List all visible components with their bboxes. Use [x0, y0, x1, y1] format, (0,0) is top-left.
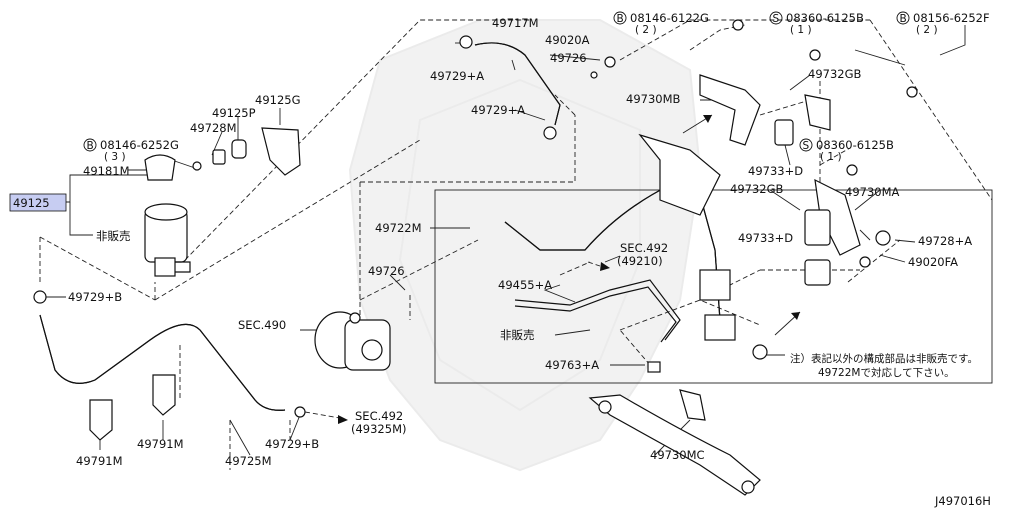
label-not-for-sale-a: 非販売 — [96, 229, 131, 243]
circle-s-icon: S — [773, 13, 780, 25]
label-49722M[interactable]: 49722M — [375, 221, 422, 235]
qty-3: ( 3 ) — [104, 151, 126, 163]
label-49732GB-a[interactable]: 49732GB — [808, 67, 861, 81]
qty-2b: ( 2 ) — [916, 24, 938, 36]
upper-hose — [459, 35, 616, 140]
pressure-hose-assembly — [504, 133, 768, 373]
label-49455A[interactable]: 49455+A — [498, 278, 552, 292]
label-49732GB-b[interactable]: 49732GB — [730, 182, 783, 196]
label-49730MC[interactable]: 49730MC — [650, 448, 705, 462]
label-49730MB[interactable]: 49730MB — [626, 92, 681, 106]
label-49730MA[interactable]: 49730MA — [845, 185, 900, 199]
lower-bracket — [588, 389, 761, 496]
label-not-for-sale-b: 非販売 — [500, 328, 535, 342]
dashed-guides — [39, 19, 993, 470]
note-line-1: 注）表記以外の構成部品は非販売です。 — [790, 352, 978, 365]
diagram-id: J497016H — [934, 494, 991, 508]
label-sec492-b-sub: (49210) — [617, 254, 663, 268]
label-49726-b[interactable]: 49726 — [550, 51, 587, 65]
label-sec492-b[interactable]: SEC.492 — [620, 241, 668, 255]
label-sec492-a[interactable]: SEC.492 — [355, 409, 403, 423]
label-49728M[interactable]: 49728M — [190, 121, 237, 135]
return-hose — [33, 290, 306, 441]
label-49125[interactable]: 49125 — [13, 196, 50, 210]
label-49020FA[interactable]: 49020FA — [908, 255, 958, 269]
label-49791M-a[interactable]: 49791M — [76, 454, 123, 468]
qty-1a: ( 1 ) — [790, 24, 812, 36]
brackets-right — [699, 19, 918, 286]
label-08146-6252G[interactable]: 08146-6252G — [100, 138, 179, 152]
label-08360-6125B-a[interactable]: 08360-6125B — [786, 11, 864, 25]
label-49729A-1[interactable]: 49729+A — [430, 69, 484, 83]
label-49729B-top[interactable]: 49729+B — [68, 290, 122, 304]
label-49791M-b[interactable]: 49791M — [137, 437, 184, 451]
watermark-emblem — [348, 19, 702, 472]
label-49733D-a[interactable]: 49733+D — [748, 164, 803, 178]
circle-b-icon: B — [617, 13, 624, 25]
note-line-2: 49722Mで対応して下さい。 — [818, 366, 955, 379]
label-08156-6252F[interactable]: 08156-6252F — [913, 11, 990, 25]
direction-arrows — [304, 114, 801, 424]
qty-1b: ( 1 ) — [820, 151, 842, 163]
label-49717M[interactable]: 49717M — [492, 16, 539, 30]
label-08360-6125B-b[interactable]: 08360-6125B — [816, 138, 894, 152]
label-49125P[interactable]: 49125P — [212, 106, 256, 120]
label-49020A[interactable]: 49020A — [545, 33, 590, 47]
label-08146-6122G[interactable]: 08146-6122G — [630, 11, 709, 25]
highlight-box-49125 — [9, 193, 67, 212]
reservoir-tank — [144, 127, 301, 277]
label-49733D-b[interactable]: 49733+D — [738, 231, 793, 245]
label-49125G[interactable]: 49125G — [255, 93, 301, 107]
label-sec492-a-sub: (49325M) — [351, 422, 406, 436]
circle-b-icon: B — [87, 140, 94, 152]
label-49728A[interactable]: 49728+A — [918, 234, 972, 248]
label-49729A-2[interactable]: 49729+A — [471, 103, 525, 117]
label-sec490[interactable]: SEC.490 — [238, 318, 286, 332]
circle-prefixes: B B S B S — [83, 11, 910, 152]
power-steering-pump — [314, 311, 391, 371]
circle-s-icon: S — [803, 140, 810, 152]
assembly-box — [434, 189, 993, 384]
label-49181M[interactable]: 49181M — [83, 164, 130, 178]
label-49726-a[interactable]: 49726 — [368, 264, 405, 278]
circle-b-icon: B — [900, 13, 907, 25]
part-labels: 49125 49181M 非販売 08146-6252G ( 3 ) 49728… — [13, 11, 991, 508]
label-49725M[interactable]: 49725M — [225, 454, 272, 468]
qty-2a: ( 2 ) — [635, 24, 657, 36]
label-49763A[interactable]: 49763+A — [545, 358, 599, 372]
label-49729B-bot[interactable]: 49729+B — [265, 437, 319, 451]
